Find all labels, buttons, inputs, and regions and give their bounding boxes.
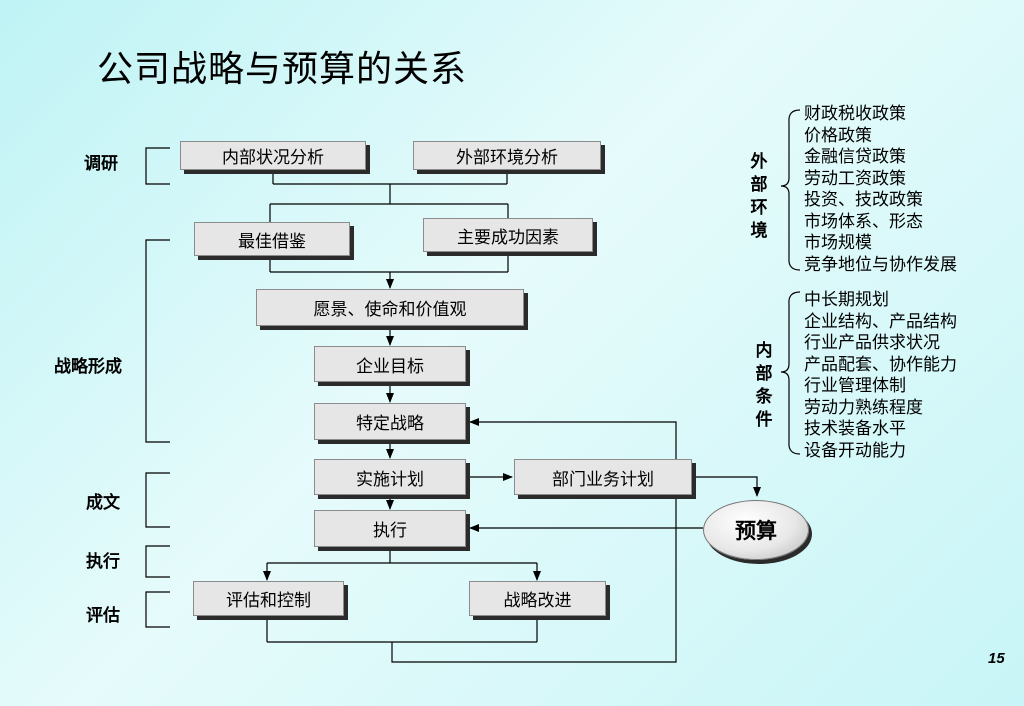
box-key-success-factors: 主要成功因素 — [423, 218, 593, 252]
list-item: 价格政策 — [804, 125, 872, 146]
list-item: 产品配套、协作能力 — [804, 354, 957, 375]
box-evaluate-control: 评估和控制 — [193, 581, 344, 616]
list-item: 市场规模 — [804, 233, 872, 253]
list-item: 投资、技改政策 — [804, 190, 923, 210]
page-number: 15 — [988, 650, 1005, 667]
stage-research: 调研 — [84, 154, 118, 174]
list-item: 市场体系、形态 — [804, 211, 923, 232]
list-item: 财政税收政策 — [804, 104, 906, 124]
list-item: 设备开动能力 — [804, 440, 906, 461]
list-item: 劳动力熟练程度 — [804, 397, 923, 418]
page-title: 公司战略与预算的关系 — [97, 49, 468, 90]
stage-formation: 战略形成 — [54, 357, 122, 377]
list-item: 行业管理体制 — [804, 376, 906, 396]
list-item: 竞争地位与协作发展 — [804, 254, 957, 275]
list-item: 劳动工资政策 — [804, 168, 906, 189]
list-item: 企业结构、产品结构 — [804, 311, 957, 332]
box-implementation-plan: 实施计划 — [314, 459, 466, 495]
internal-factor-list: 中长期规划 企业结构、产品结构 行业产品供求状况 产品配套、协作能力 行业管理体… — [804, 290, 957, 462]
internal-label: 内 部 条 件 — [755, 341, 773, 430]
box-department-plan: 部门业务计划 — [514, 459, 692, 495]
box-external-analysis: 外部环境分析 — [413, 141, 601, 170]
budget-ellipse: 预算 — [703, 500, 809, 560]
box-execute: 执行 — [314, 510, 466, 547]
list-item: 中长期规划 — [804, 290, 889, 310]
stage-evaluation: 评估 — [86, 606, 120, 626]
box-best-practice: 最佳借鉴 — [194, 222, 350, 256]
box-specific-strategy: 特定战略 — [314, 403, 466, 440]
stage-writing: 成文 — [86, 493, 120, 513]
stage-execution: 执行 — [86, 552, 120, 572]
box-enterprise-goals: 企业目标 — [314, 346, 466, 382]
box-strategy-improvement: 战略改进 — [469, 581, 606, 616]
external-label: 外 部 环 境 — [750, 152, 768, 241]
box-vision-mission: 愿景、使命和价值观 — [256, 289, 524, 326]
box-internal-analysis: 内部状况分析 — [180, 141, 366, 170]
list-item: 金融信贷政策 — [804, 147, 906, 167]
list-item: 行业产品供求状况 — [804, 333, 940, 353]
external-factor-list: 财政税收政策 价格政策 金融信贷政策 劳动工资政策 投资、技改政策 市场体系、形… — [804, 104, 957, 276]
list-item: 技术装备水平 — [804, 419, 906, 439]
